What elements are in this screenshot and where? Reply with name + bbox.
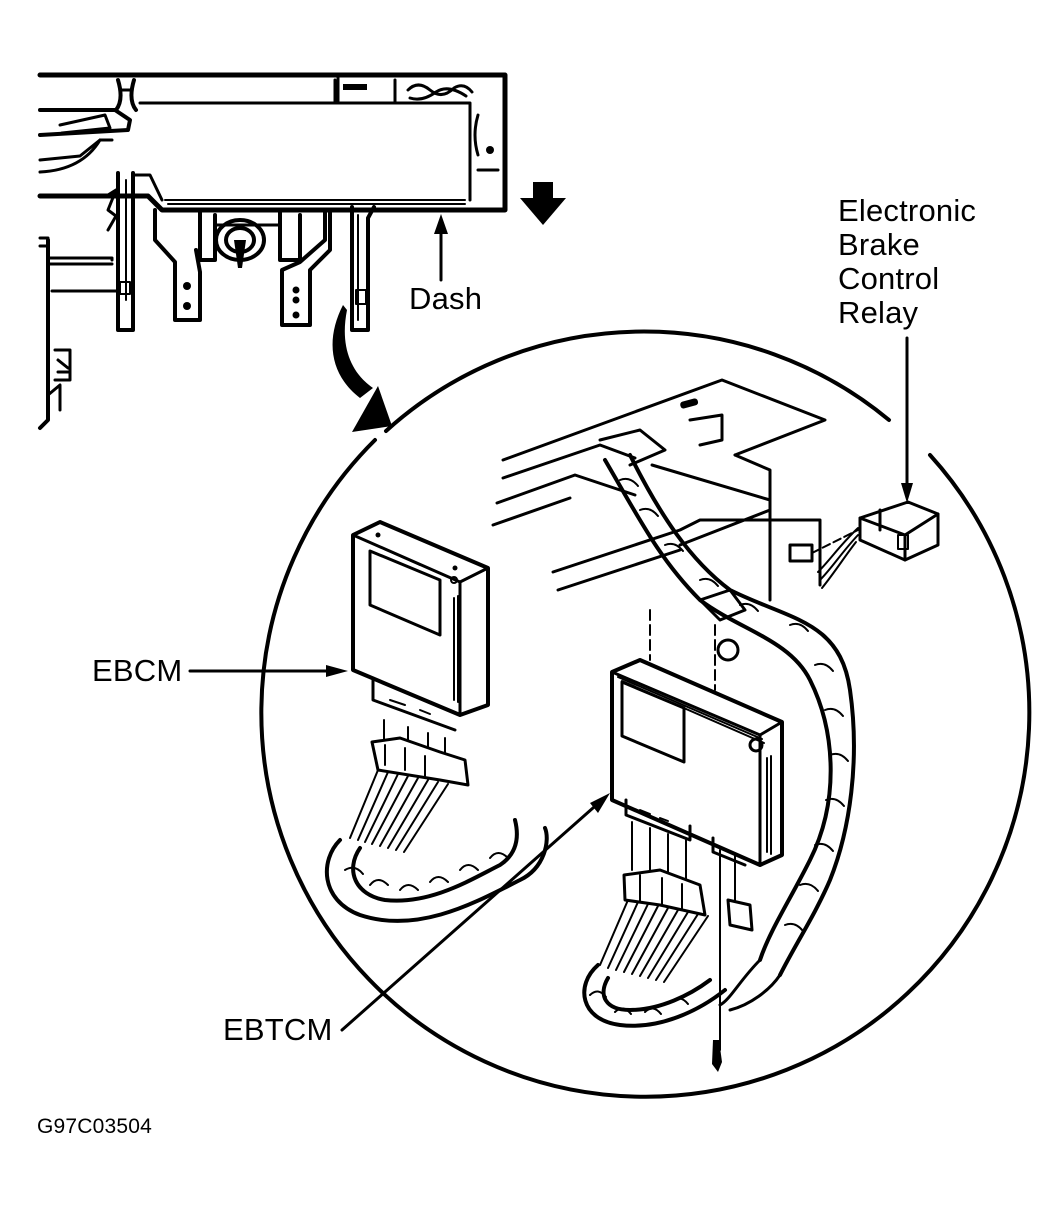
ebcm-label: EBCM <box>92 653 183 688</box>
ebcm-module <box>325 520 549 923</box>
mounting-bracket <box>491 378 859 602</box>
brake-control-relay <box>817 500 940 589</box>
ebtcm-label: EBTCM <box>223 1012 333 1047</box>
dash-label: Dash <box>409 281 483 316</box>
figure-code: G97C03504 <box>37 1115 153 1138</box>
detail-view-circle <box>259 329 1032 1099</box>
ebtcm-module <box>582 588 784 1072</box>
dash-pointer <box>434 214 448 282</box>
down-arrow-icon <box>520 182 566 225</box>
relay-pointer <box>901 336 913 503</box>
ebtcm-pointer <box>340 793 610 1032</box>
main-wire-harness <box>603 453 856 1012</box>
ebcm-pointer <box>188 665 348 677</box>
relay-label-line-2: Brake <box>838 227 920 262</box>
relay-label-line-4: Relay <box>838 295 919 330</box>
relay-label-line-3: Control <box>838 261 940 296</box>
relay-label: Electronic Brake Control Relay <box>838 194 976 330</box>
relay-label-line-1: Electronic <box>838 193 977 228</box>
curved-arrow-icon <box>332 305 392 432</box>
dash-overview <box>37 72 508 430</box>
